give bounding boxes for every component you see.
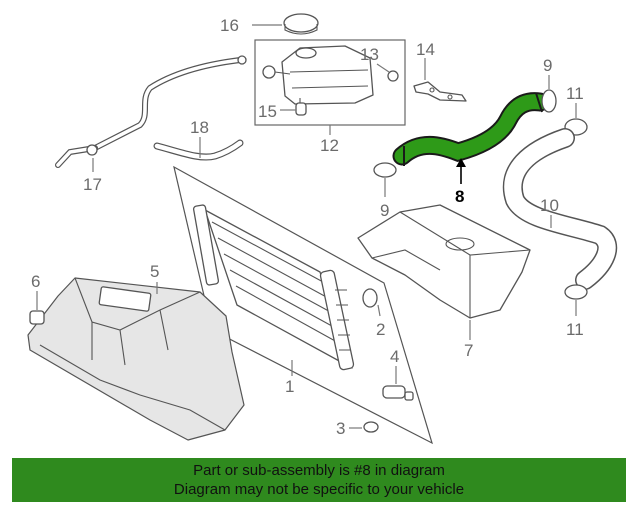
callout-11b: 11 — [566, 320, 584, 339]
callout-2: 2 — [376, 320, 385, 339]
part-info-banner: Part or sub-assembly is #8 in diagram Di… — [12, 458, 626, 502]
callout-11a: 11 — [566, 84, 584, 103]
callout-10: 10 — [540, 196, 559, 215]
callout-1: 1 — [285, 377, 294, 396]
callout-16: 16 — [220, 16, 239, 35]
callout-12: 12 — [320, 136, 339, 155]
callout-5: 5 — [150, 262, 159, 281]
radiator-assembly — [173, 165, 433, 445]
reservoir-bracket — [413, 81, 467, 102]
callout-7: 7 — [464, 341, 473, 360]
vent-hose — [55, 55, 247, 168]
reservoir-cap — [283, 13, 319, 35]
callout-9a: 9 — [543, 56, 552, 75]
radiator-grommet — [362, 288, 378, 308]
air-deflector — [357, 204, 531, 319]
callout-13: 13 — [360, 45, 379, 64]
bypass-hose — [153, 139, 244, 161]
coolant-reservoir — [262, 45, 374, 105]
callout-4: 4 — [390, 347, 399, 366]
callout-18: 18 — [190, 118, 209, 137]
banner-line-1: Part or sub-assembly is #8 in diagram — [193, 462, 445, 479]
radiator-inlet-hose-highlight — [392, 92, 550, 166]
banner-line-2: Diagram may not be specific to your vehi… — [173, 481, 465, 498]
callout-14: 14 — [416, 40, 435, 59]
callout-15: 15 — [258, 102, 277, 121]
hose-clamp-11-lower — [564, 284, 588, 300]
leader-13 — [376, 63, 390, 73]
lower-radiator-hose — [502, 128, 618, 290]
callout-17: 17 — [83, 175, 102, 194]
retaining-clip — [29, 310, 45, 325]
callout-3: 3 — [336, 419, 345, 438]
callout-9b: 9 — [380, 201, 389, 220]
leader-8-arrow — [456, 158, 466, 167]
callout-6: 6 — [31, 272, 40, 291]
parts-diagram: 16 12 13 15 14 17 18 — [27, 13, 618, 445]
leader-2 — [377, 304, 381, 317]
hose-clamp-upper — [541, 89, 557, 113]
radiator-support — [27, 277, 245, 441]
hose-clamp-lower-left — [373, 162, 397, 178]
level-sensor — [295, 98, 307, 116]
drain-valve — [382, 385, 414, 401]
callout-8: 8 — [455, 187, 464, 206]
reservoir-plug — [387, 70, 399, 82]
radiator-bushing — [363, 421, 379, 433]
